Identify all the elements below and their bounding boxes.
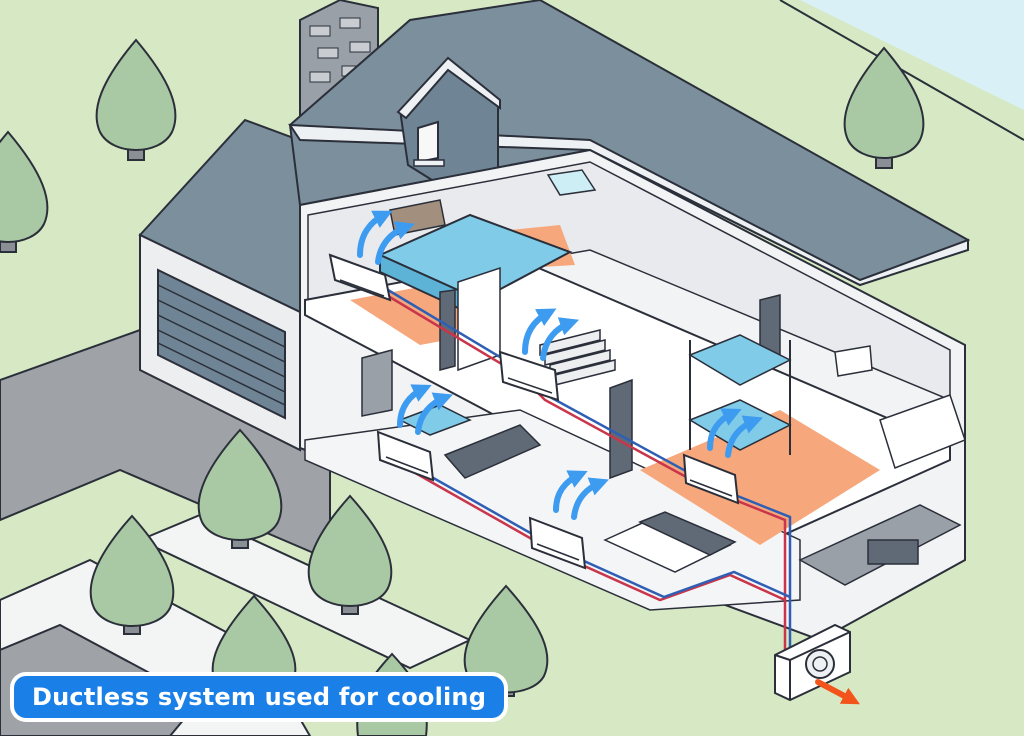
- dormer-window: [417, 120, 439, 164]
- guest-bed-cover: [638, 511, 737, 556]
- tree: [463, 584, 549, 697]
- cool-airflow-arrows: [357, 210, 763, 520]
- door: [609, 378, 633, 480]
- tree: [0, 130, 49, 253]
- indoor-unit-3: [376, 430, 435, 482]
- kids-room-floor: [640, 410, 880, 545]
- tree: [89, 514, 175, 635]
- tree: [95, 38, 177, 161]
- dormer-sill: [413, 159, 445, 167]
- garage-door: [157, 268, 286, 420]
- cooktop: [867, 539, 919, 565]
- roof-eave: [288, 123, 969, 287]
- tree: [197, 428, 283, 549]
- water-area: [800, 0, 1024, 110]
- outdoor-unit: [774, 623, 851, 702]
- door: [439, 289, 456, 371]
- indoor-unit-4: [682, 453, 740, 505]
- indoor-unit-1: [328, 253, 392, 302]
- bathroom-sink: [834, 345, 873, 377]
- sofa: [443, 424, 542, 479]
- bunk-bed-posts: [689, 340, 791, 455]
- garage-door-panels: [157, 284, 286, 406]
- indoor-unit-5: [528, 516, 587, 570]
- tree: [307, 494, 393, 615]
- diagram-caption-badge: Ductless system used for cooling: [14, 676, 505, 718]
- indoor-unit-2: [498, 350, 560, 402]
- hot-exhaust-arrow: [815, 679, 860, 705]
- fireplace: [361, 349, 393, 417]
- staircase: [539, 329, 616, 386]
- bathtub: [879, 394, 966, 469]
- tree: [843, 46, 925, 169]
- dormer-roof: [396, 56, 501, 120]
- skylight: [546, 169, 597, 196]
- caption-text: Ductless system used for cooling: [32, 683, 487, 711]
